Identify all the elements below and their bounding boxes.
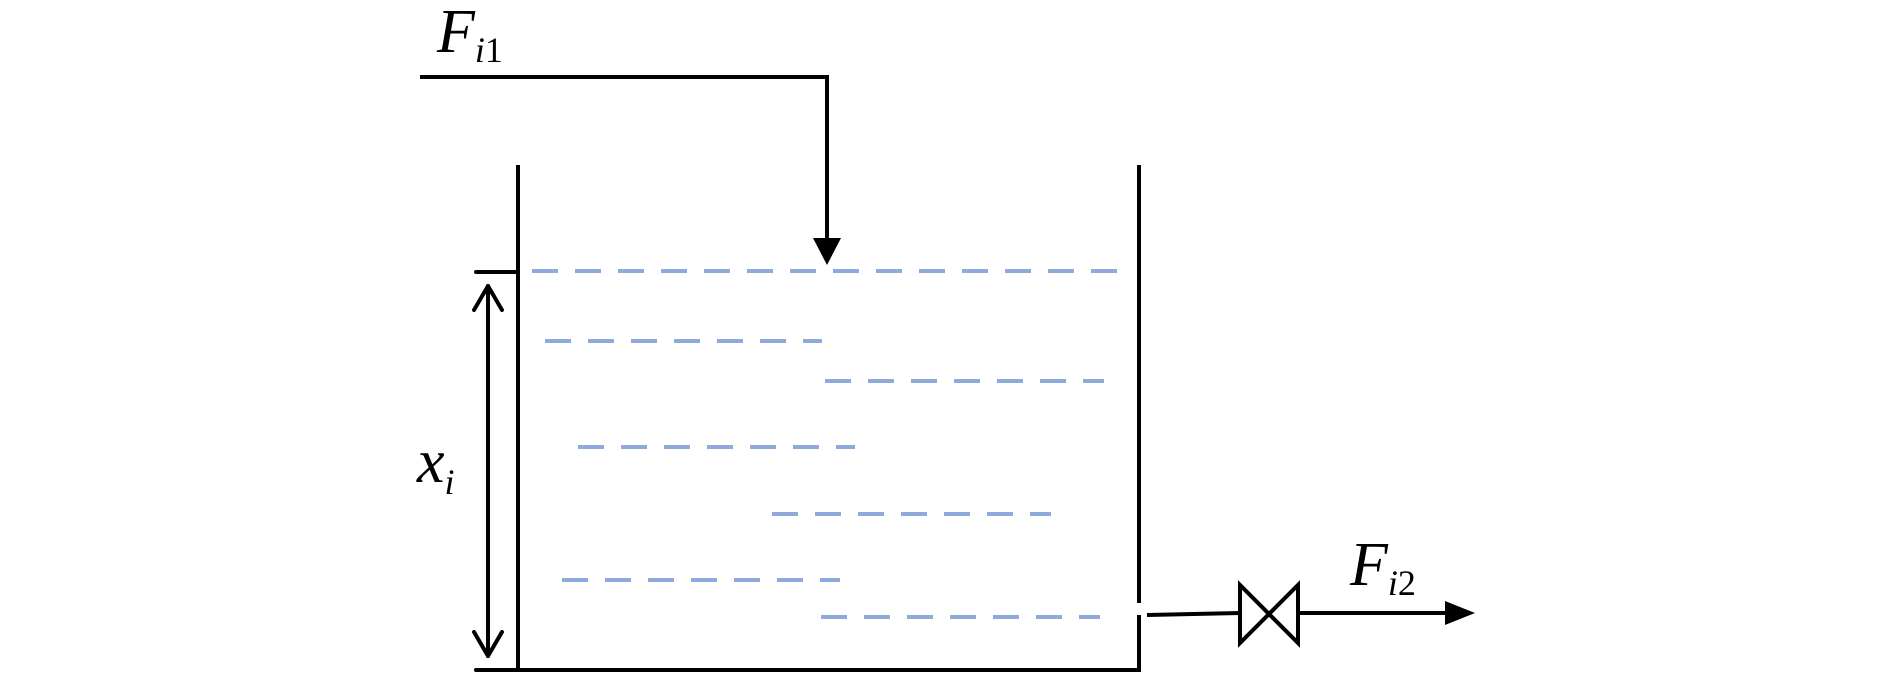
level-dimension [472, 270, 520, 672]
level-label: xi [416, 428, 455, 502]
inflow-pipe [420, 75, 841, 265]
inflow-arrow-icon [813, 238, 841, 265]
level-arrow-up-icon [472, 284, 504, 312]
outflow-pipe [1146, 580, 1475, 648]
water-surface [532, 269, 1125, 619]
level-arrow-down-icon [472, 630, 504, 658]
outflow-arrow-icon [1445, 601, 1475, 625]
outflow-label: Fi2 [1349, 531, 1416, 603]
tank-body [516, 165, 1141, 672]
tank [516, 165, 1141, 672]
valve-icon [1238, 580, 1300, 648]
inflow-label: Fi1 [436, 0, 503, 70]
